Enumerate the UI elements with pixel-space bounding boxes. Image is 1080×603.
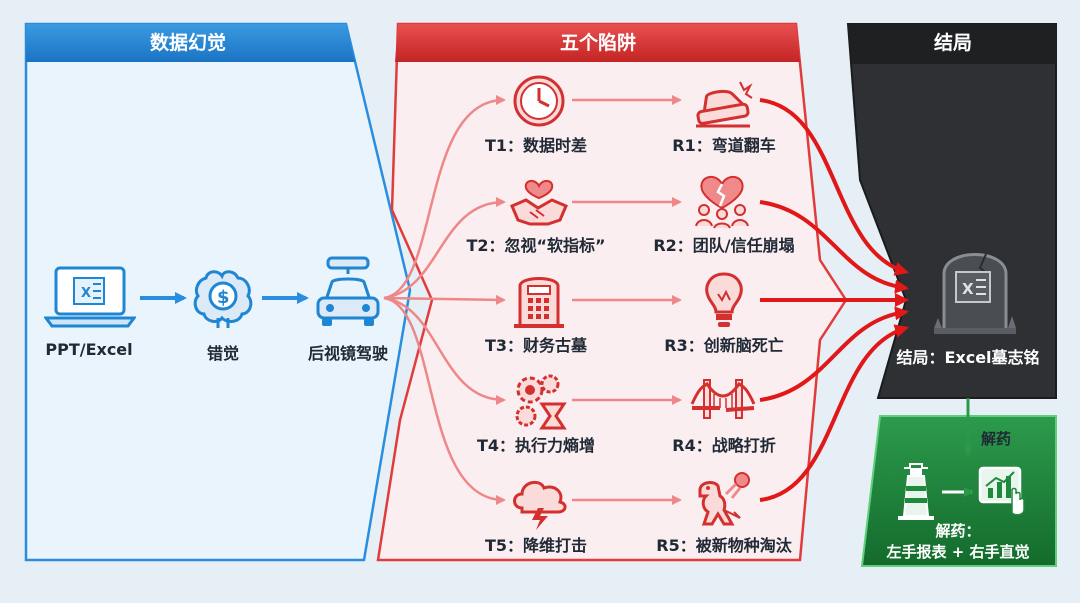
svg-text:X: X [962,280,974,298]
calculator-tomb-icon [512,270,566,334]
result-label-r5: R5：被新物种淘汰 [656,536,792,555]
gears-hourglass-icon [510,372,570,434]
traps-title: 五个陷阱 [559,32,636,54]
handshake-heart-icon [508,170,570,234]
trap-label-t3: T3：财务古墓 [484,336,588,355]
storm-cloud-icon [508,472,570,534]
fan-arrow-t5 [383,296,506,505]
excel-tombstone-icon: X [928,244,1022,340]
ending-header [848,24,1056,64]
converge-arrow-4 [759,306,909,402]
flow-label-illusion: 错觉 [206,344,240,363]
svg-text:$: $ [217,287,230,308]
brain-dollar-icon: $ [188,264,258,336]
fan-arrow-t3 [383,294,506,305]
illusion-title: 数据幻觉 [149,32,226,54]
ending-label: 结局：Excel墓志铭 [896,348,1040,367]
result-label-r3: R3：创新脑死亡 [664,336,784,355]
antidote-line2: 左手报表 + 右手直觉 [886,543,1030,561]
converge-arrow-1 [759,98,909,276]
car-mirror-icon [312,256,384,336]
result-label-r1: R1：弯道翻车 [672,136,776,155]
broken-heart-team-icon [690,168,754,234]
chart-touch-icon [978,466,1028,522]
converge-arrow-2 [759,200,909,294]
clock-icon [510,72,568,134]
antidote-arrow-label: 解药 [980,430,1012,448]
bridge-icon [690,374,756,432]
fan-arrow-t1 [383,95,506,300]
converge-arrow-5 [759,324,909,502]
result-label-r4: R4：战略打折 [672,436,776,455]
trap-label-t2: T2：忽视“软指标” [466,236,606,255]
fan-arrow-t2 [383,197,506,300]
flow-label-ppt-excel: PPT/Excel [45,340,133,359]
flow-label-rearview: 后视镜驾驶 [307,344,389,363]
antidote-line1: 解药： [935,522,981,540]
lightbulb-icon [700,270,748,334]
dinosaur-meteor-icon [690,468,756,536]
fan-arrow-t4 [383,296,506,405]
result-label-r2: R2：团队/信任崩塌 [653,236,795,255]
traps-panel [376,22,848,562]
trap-label-t1: T1：数据时差 [484,136,588,155]
ending-title: 结局 [933,32,972,54]
trap-label-t5: T5：降维打击 [484,536,588,555]
car-crash-icon [692,74,754,132]
traps-header [395,24,800,62]
lighthouse-icon [896,462,936,524]
illusion-header [26,24,355,62]
excel-laptop-icon: X [43,264,137,334]
svg-text:X: X [81,286,91,301]
trap-label-t4: T4：执行力熵增 [476,436,596,455]
